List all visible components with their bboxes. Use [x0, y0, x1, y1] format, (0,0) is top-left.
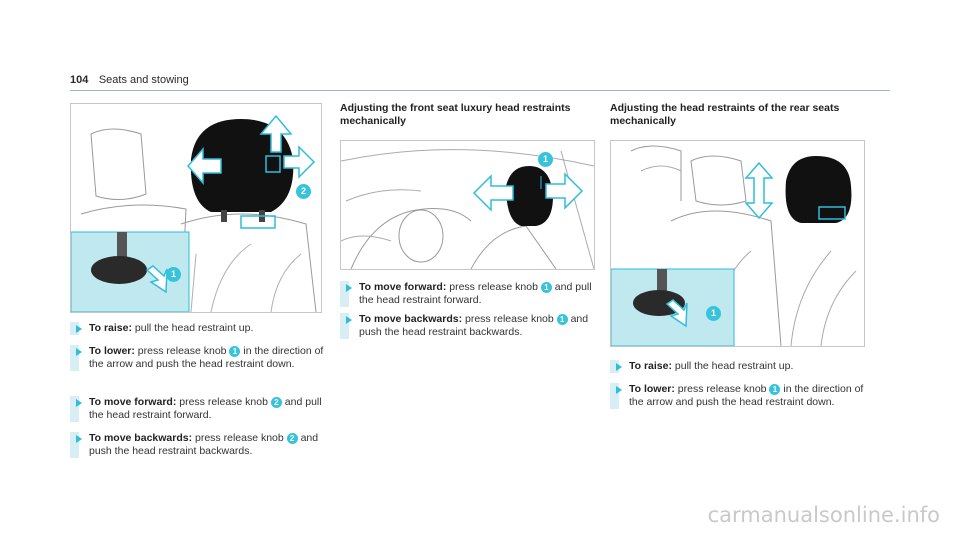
- step-move-backwards: To move backwards: press release knob 2 …: [70, 432, 334, 458]
- knob-badge: 1: [769, 384, 781, 395]
- bullet-arrow-icon: [76, 399, 82, 407]
- figure-1-illustration: [71, 114, 317, 312]
- bullet-arrow-icon: [346, 284, 352, 292]
- figure-2-illustration: [341, 149, 594, 269]
- figure-rear-head-restraint: 1: [610, 140, 865, 347]
- bullet-arrow-icon: [346, 316, 352, 324]
- bullet-arrow-icon: [76, 348, 82, 356]
- step-lux-move-forward: To move forward: press release knob 1 an…: [340, 281, 604, 307]
- step-move-forward: To move forward: press release knob 2 an…: [70, 396, 334, 422]
- step-rear-lower: To lower: press release knob 1 in the di…: [610, 383, 874, 409]
- step-rear-raise: To raise: pull the head restraint up.: [610, 360, 874, 373]
- column2-title: Adjusting the front seat luxury head res…: [340, 102, 571, 127]
- figure-luxury-head-restraint: 1: [340, 140, 595, 270]
- column3-title: Adjusting the head restraints of the rea…: [610, 102, 840, 127]
- step-lux-move-backwards: To move backwards: press release knob 1 …: [340, 313, 604, 339]
- knob-badge: 1: [229, 346, 241, 357]
- page-number: 104: [70, 74, 89, 86]
- callout-1: 1: [706, 303, 721, 321]
- bullet-arrow-icon: [76, 435, 82, 443]
- section-title: Seats and stowing: [98, 74, 189, 86]
- step-raise: To raise: pull the head restraint up.: [70, 322, 334, 335]
- callout-1: 1: [166, 264, 181, 282]
- knob-badge: 2: [270, 397, 282, 408]
- figure-front-head-restraint: 2 1: [70, 103, 322, 313]
- figure-3-illustration: [611, 145, 857, 346]
- knob-badge: 1: [540, 282, 552, 293]
- step-lower: To lower: press release knob 1 in the di…: [70, 345, 334, 371]
- callout-2: 2: [296, 181, 311, 199]
- page-header: 104 Seats and stowing: [70, 70, 890, 91]
- bullet-arrow-icon: [76, 325, 82, 333]
- bullet-arrow-icon: [616, 363, 622, 371]
- knob-badge: 1: [556, 314, 568, 325]
- bullet-arrow-icon: [616, 386, 622, 394]
- watermark: carmanualsonline.info: [707, 503, 940, 527]
- knob-badge: 2: [286, 433, 298, 444]
- callout-1: 1: [538, 149, 553, 167]
